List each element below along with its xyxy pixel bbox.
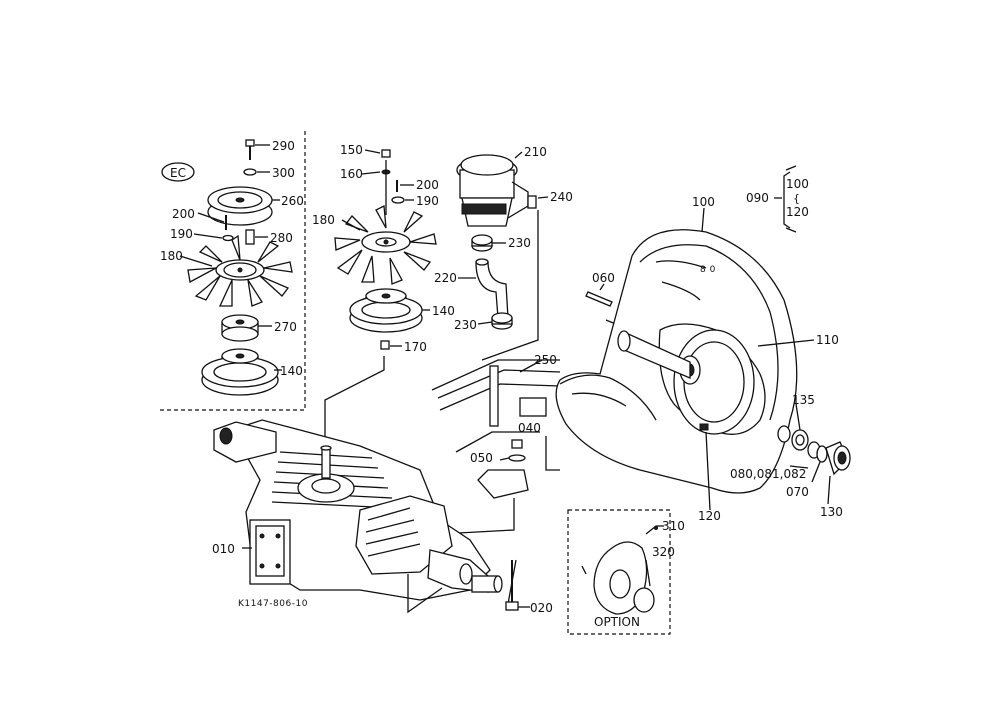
ec-badge-oval <box>161 162 195 182</box>
pin-060 <box>585 283 613 307</box>
ec-washer-300 <box>243 168 270 176</box>
bolt-150 <box>364 149 391 158</box>
label-280: 280 <box>270 231 293 245</box>
label-120: 120 <box>698 509 721 523</box>
label-310: 310 <box>662 519 685 533</box>
cap-230a <box>471 234 506 252</box>
ec-hub-270 <box>221 314 272 342</box>
nut-070 <box>811 445 828 483</box>
cover-320 <box>633 559 655 613</box>
ec-fan-180 <box>179 234 293 307</box>
label-180: 180 <box>312 213 335 227</box>
reservoir-tank-assembly <box>456 151 549 361</box>
fan-180 <box>334 204 437 285</box>
label-100-group: 100 <box>786 177 809 191</box>
bracket-240 <box>481 195 549 361</box>
ec-variant-region: EC <box>160 130 306 411</box>
label-220: 220 <box>434 271 457 285</box>
standard-fan-assembly <box>324 149 437 440</box>
label-110: 110 <box>816 333 839 347</box>
bolt-020 <box>505 559 530 611</box>
washer-190 <box>391 196 414 204</box>
wheel-assembly: 8 0 <box>555 207 851 511</box>
washer-135 <box>777 403 809 451</box>
ec-spacer-280 <box>245 229 268 245</box>
label-135: 135 <box>792 393 815 407</box>
label-260: 260 <box>281 194 304 208</box>
label-120-group: 120 <box>786 205 809 219</box>
label-190-ec: 190 <box>170 227 193 241</box>
label-090: 090 <box>746 191 769 205</box>
transmission-010 <box>213 419 503 614</box>
ec-pulley-140 <box>201 348 282 396</box>
cap-230b <box>477 312 513 330</box>
hose-220 <box>458 258 509 319</box>
key-170 <box>380 340 402 350</box>
label-080-081-082: 080,081,082 <box>730 467 806 481</box>
option-label: OPTION <box>594 615 640 629</box>
label-250: 250 <box>534 353 557 367</box>
label-240: 240 <box>550 190 573 204</box>
label-100: 100 <box>692 195 715 209</box>
label-140: 140 <box>432 304 455 318</box>
tire-marking: 8 0 <box>700 265 716 275</box>
label-150: 150 <box>340 143 363 157</box>
label-210: 210 <box>524 145 547 159</box>
label-290: 290 <box>272 139 295 153</box>
label-050: 050 <box>470 451 493 465</box>
ec-bolt-200 <box>197 212 227 230</box>
cap-130 <box>825 441 851 505</box>
label-270: 270 <box>274 320 297 334</box>
label-040: 040 <box>518 421 541 435</box>
svg-text:{: { <box>793 192 800 205</box>
option-box <box>567 509 671 635</box>
frame-250 <box>431 359 561 471</box>
label-230-bottom: 230 <box>454 318 477 332</box>
label-200-ec: 200 <box>172 207 195 221</box>
label-300: 300 <box>272 166 295 180</box>
label-170: 170 <box>404 340 427 354</box>
mount-bolts-040-050 <box>439 439 529 535</box>
label-130: 130 <box>820 505 843 519</box>
ec-bolt-290 <box>245 139 270 160</box>
ec-badge: EC <box>170 166 186 180</box>
bolt-200 <box>396 180 414 192</box>
label-160: 160 <box>340 167 363 181</box>
label-200: 200 <box>416 178 439 192</box>
label-070: 070 <box>786 485 809 499</box>
group-bracket-090: { <box>774 165 800 233</box>
label-230-top: 230 <box>508 236 531 250</box>
label-060: 060 <box>592 271 615 285</box>
label-190: 190 <box>416 194 439 208</box>
tank-210 <box>456 151 529 227</box>
washer-160 <box>361 160 391 215</box>
ec-washer-190 <box>193 233 234 242</box>
disc-310 <box>581 525 664 615</box>
ec-pulley-260 <box>207 186 280 226</box>
drawing-code: K1147-806-10 <box>238 599 308 609</box>
pulley-140 <box>349 288 430 333</box>
label-140-ec: 140 <box>280 364 303 378</box>
label-020: 020 <box>530 601 553 615</box>
label-320: 320 <box>652 545 675 559</box>
label-180-ec: 180 <box>160 249 183 263</box>
rim-110 <box>617 323 815 435</box>
part-labels: 290 300 260 200 190 280 180 270 140 150 … <box>160 139 843 629</box>
label-010: 010 <box>212 542 235 556</box>
